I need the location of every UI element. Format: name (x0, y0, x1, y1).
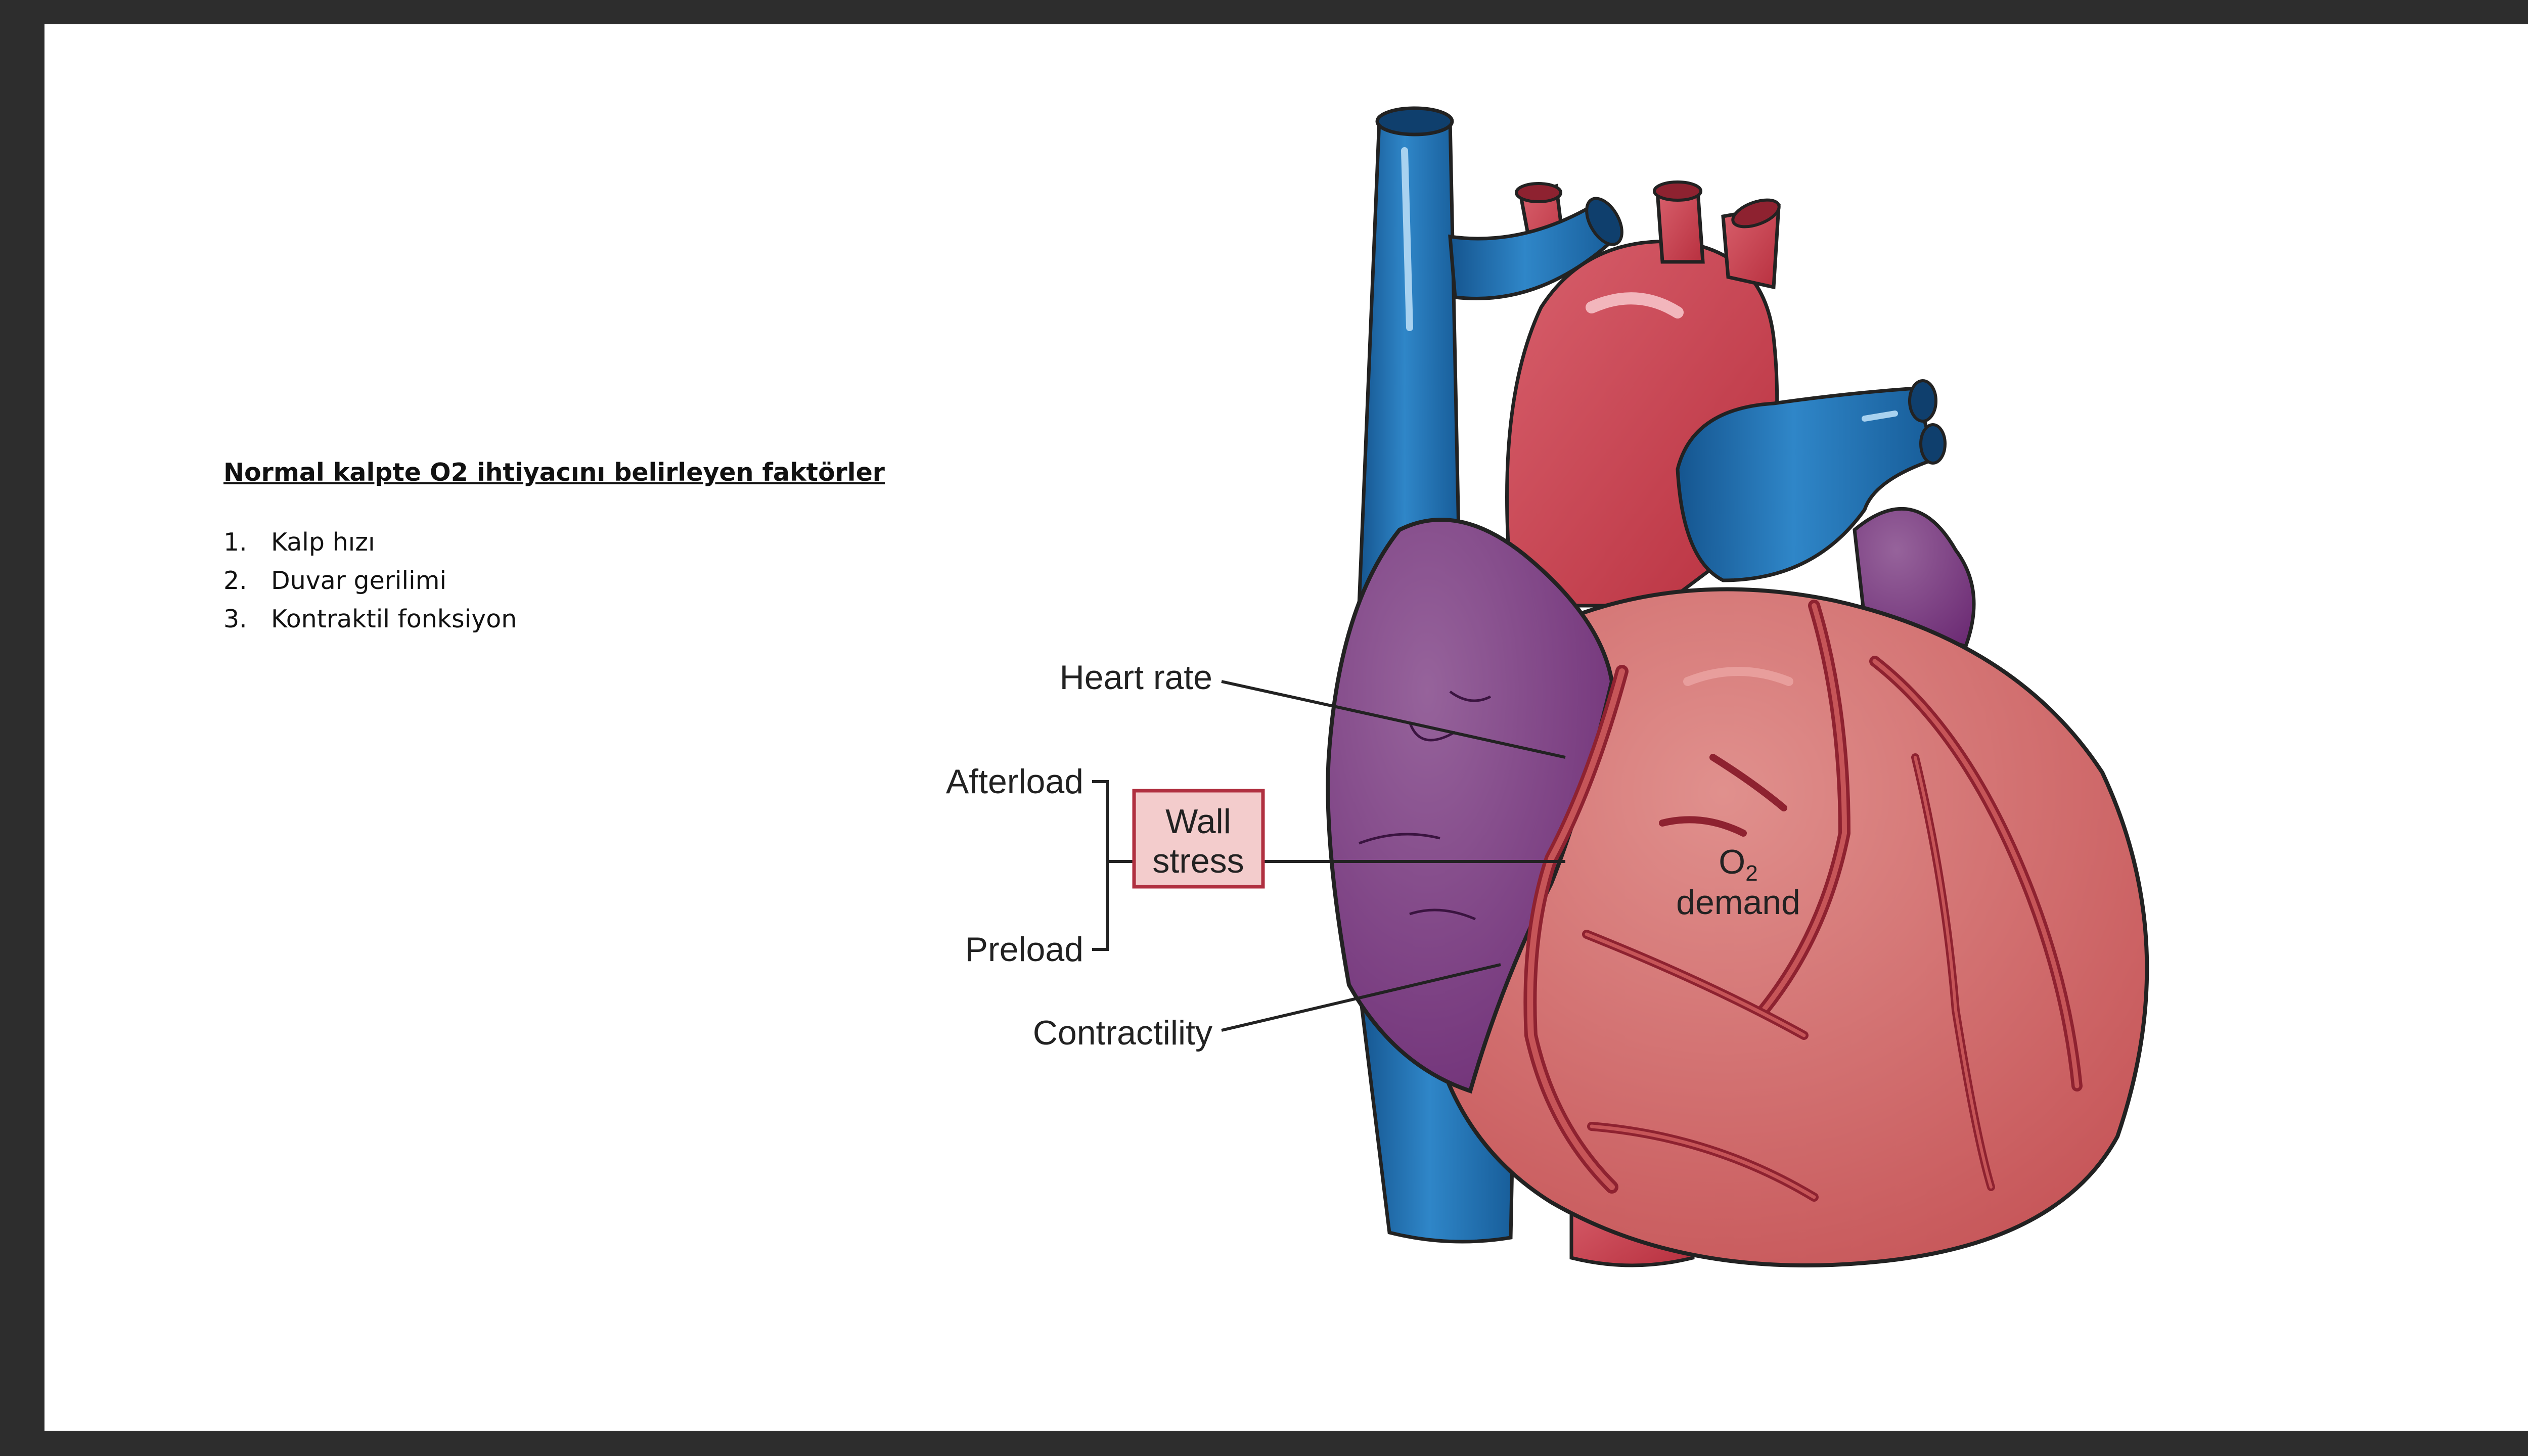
list-number: 1. (223, 527, 247, 557)
list-text: Kontraktil fonksiyon (271, 604, 517, 633)
o2-label: O2 (1719, 843, 1757, 886)
pulmonary-artery (1676, 386, 1938, 582)
list-item: 3. Kontraktil fonksiyon (223, 600, 982, 639)
aorta-branch-2 (1655, 189, 1705, 264)
text-block: Normal kalpte O2 ihtiyacını belirleyen f… (223, 458, 982, 639)
vein-opening (1585, 197, 1623, 246)
slide: Normal kalpte O2 ihtiyacını belirleyen f… (44, 24, 2528, 1431)
list-text: Kalp hızı (271, 527, 375, 557)
aorta-highlight (1586, 292, 1684, 318)
contractility-label: Contractility (1033, 1014, 1212, 1052)
wall-stress-box (1132, 789, 1265, 889)
branch-opening (1731, 198, 1781, 229)
left-atrium (1853, 507, 1976, 649)
ventricle-highlight (1683, 667, 1793, 686)
list-item: 1. Kalp hızı (223, 523, 982, 562)
slide-heading: Normal kalpte O2 ihtiyacını belirleyen f… (223, 458, 885, 487)
heart-rate-label: Heart rate (1060, 658, 1212, 697)
list-text: Duvar gerilimi (271, 566, 447, 595)
heart-diagram: Heart rate Afterload Preload Wall stress… (946, 106, 2149, 1267)
factor-list: 1. Kalp hızı 2. Duvar gerilimi 3. Kontra… (223, 523, 982, 639)
demand-label: demand (1676, 883, 1800, 922)
pulmonary-highlight (1862, 411, 1898, 422)
o2-symbol: O (1719, 843, 1745, 881)
wall-stress-label-line1: Wall (1165, 802, 1231, 841)
list-item: 2. Duvar gerilimi (223, 562, 982, 600)
preload-label: Preload (965, 930, 1084, 969)
list-number: 2. (223, 566, 247, 595)
right-atrium (1326, 518, 1614, 1094)
atrium-detail (1359, 690, 1492, 921)
svc-opening (1375, 106, 1454, 136)
wall-stress-label-line2: stress (1152, 842, 1244, 880)
list-number: 3. (223, 604, 247, 633)
o2-subscript: 2 (1745, 861, 1757, 886)
coronary-vessels (1523, 600, 2083, 1202)
pulmonary-opening (1919, 423, 1947, 465)
afterload-label: Afterload (946, 762, 1084, 801)
label-pointers (1092, 680, 1566, 1032)
branch-opening (1653, 180, 1702, 202)
pulmonary-opening (1908, 379, 1937, 423)
branch-opening (1515, 182, 1562, 203)
svc-highlight (1401, 147, 1413, 331)
